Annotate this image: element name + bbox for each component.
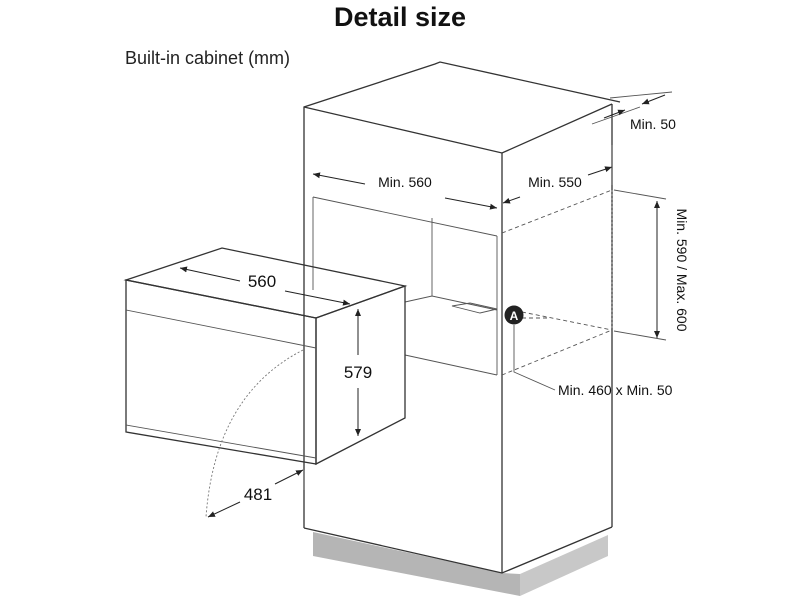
min-width-label: Min. 560 [378,174,432,190]
height-range-label: Min. 590 / Max. 600 [674,209,690,332]
plinth-side [520,535,608,596]
oven-width-label: 560 [248,272,276,291]
top-gap-label: Min. 50 [630,116,676,132]
cabinet [303,61,621,596]
oven-height-label: 579 [344,363,372,382]
vent-marker-letter: A [510,309,519,323]
page-title: Detail size [333,2,467,32]
subtitle: Built-in cabinet (mm) [125,48,291,68]
vent-marker-badge [504,305,524,325]
oven [123,247,408,518]
plinth-front [313,532,520,596]
min-depth-text: Min. 550 [528,174,582,190]
door-depth-label: 481 [244,485,272,504]
vent-opening-label: Min. 460 x Min. 50 [558,382,673,398]
